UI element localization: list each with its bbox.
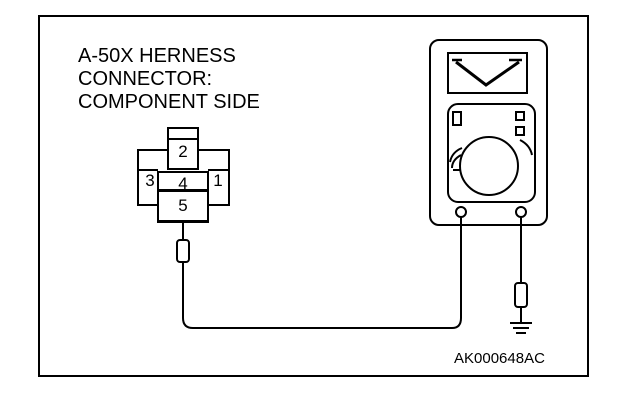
test-wire bbox=[182, 216, 462, 329]
small-switch-right bbox=[515, 126, 525, 136]
pin-label-3: 3 bbox=[145, 171, 155, 190]
title-line-3: COMPONENT SIDE bbox=[78, 91, 260, 113]
voltage-v-glyph bbox=[455, 60, 520, 87]
pin-label-2: 2 bbox=[178, 142, 188, 161]
range-arc-1 bbox=[449, 147, 463, 163]
connector-pin-2-box bbox=[167, 138, 199, 170]
title-line-2: CONNECTOR: bbox=[78, 68, 213, 90]
range-arc-2 bbox=[451, 154, 462, 169]
multimeter-dial-panel bbox=[447, 103, 536, 203]
multimeter-dial bbox=[459, 136, 519, 196]
probe-tip bbox=[176, 239, 190, 263]
meter-terminal-left bbox=[455, 206, 467, 218]
title-line-1: A-50X HERNESS bbox=[78, 45, 236, 67]
small-switch-top-right bbox=[515, 111, 525, 121]
small-switch-left bbox=[452, 111, 462, 126]
ground-probe bbox=[514, 282, 528, 308]
multimeter-body bbox=[429, 39, 548, 226]
figure-code: AK000648AC bbox=[454, 350, 545, 367]
pin-label-4: 4 bbox=[178, 174, 188, 193]
meter-terminal-right bbox=[515, 206, 527, 218]
pin-label-5: 5 bbox=[178, 196, 188, 215]
multimeter-display bbox=[447, 52, 528, 94]
pin-label-1: 1 bbox=[213, 171, 223, 190]
diagram-frame bbox=[38, 15, 589, 377]
